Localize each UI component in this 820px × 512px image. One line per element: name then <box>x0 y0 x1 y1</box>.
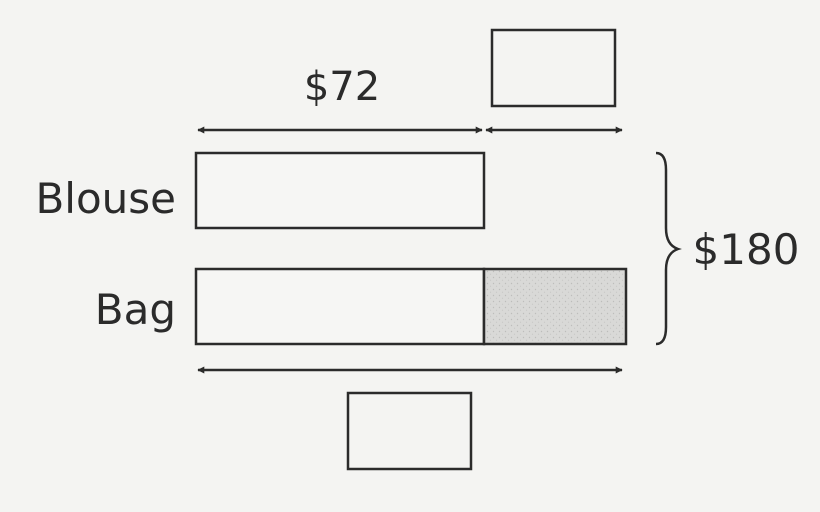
bag-label: Bag <box>95 285 176 334</box>
total-brace <box>655 151 682 346</box>
top-unknown-box <box>490 28 617 108</box>
total-value-label: $180 <box>693 225 800 274</box>
blouse-bar <box>194 151 486 230</box>
bag-bar-base-segment <box>194 267 486 346</box>
bottom-unknown-box <box>346 391 473 471</box>
bag-bar-extra-segment <box>482 267 628 346</box>
blouse-label: Blouse <box>35 174 176 223</box>
top-value-label: $72 <box>304 64 380 110</box>
